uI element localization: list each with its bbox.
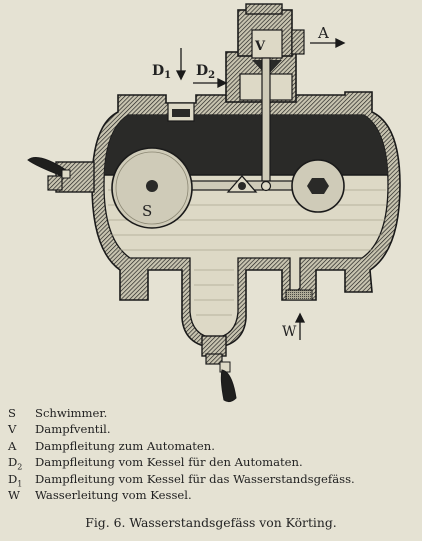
- legend-text: Dampfventil.: [35, 422, 111, 437]
- legend: S Schwimmer. V Dampfventil. A Dampfleitu…: [8, 405, 418, 503]
- label-d2-sub: 2: [208, 70, 215, 81]
- legend-text: Schwimmer.: [35, 406, 108, 420]
- legend-key: A: [8, 438, 17, 453]
- legend-key: S: [8, 406, 16, 420]
- legend-key: V: [8, 422, 17, 437]
- legend-item: V Dampfventil.: [8, 421, 418, 437]
- legend-item: W Wasserleitung vom Kessel.: [8, 487, 418, 503]
- legend-item: D1 Dampfleitung vom Kessel für das Wasse…: [8, 471, 418, 488]
- legend-text: Dampfleitung zum Automaten.: [35, 438, 215, 453]
- label-d2: D2: [196, 63, 215, 81]
- flow-arrows: [175, 37, 346, 340]
- legend-text: Dampfleitung vom Kessel für das Wasserst…: [35, 471, 355, 486]
- counterweight: [291, 159, 345, 213]
- label-w: W: [282, 324, 297, 340]
- label-d2-letter: D: [196, 63, 208, 79]
- label-d1-letter: D: [152, 63, 164, 79]
- legend-text: Wasserleitung vom Kessel.: [35, 488, 192, 503]
- legend-item: A Dampfleitung zum Automaten.: [8, 438, 418, 454]
- korting-water-level-vessel-diagram: V A D1 D2 S W: [27, 3, 401, 403]
- side-test-cock: [27, 157, 95, 193]
- label-v: V: [254, 39, 266, 54]
- drain-cock: [201, 335, 237, 403]
- float-s: [111, 147, 193, 229]
- legend-key: D2: [8, 455, 23, 472]
- label-d1: D1: [152, 63, 171, 81]
- legend-item: S Schwimmer.: [8, 405, 418, 421]
- label-s: S: [142, 202, 152, 220]
- legend-text: Dampfleitung vom Kessel für den Automate…: [35, 455, 303, 470]
- legend-item: D2 Dampfleitung vom Kessel für den Autom…: [8, 454, 418, 472]
- label-a: A: [317, 24, 329, 42]
- legend-key: D1: [8, 471, 23, 488]
- legend-key: W: [8, 488, 20, 503]
- figure-caption: Fig. 6. Wasserstandsgefäss von Körting.: [85, 515, 337, 530]
- valve-stem: [261, 57, 271, 189]
- label-d1-sub: 1: [164, 70, 171, 81]
